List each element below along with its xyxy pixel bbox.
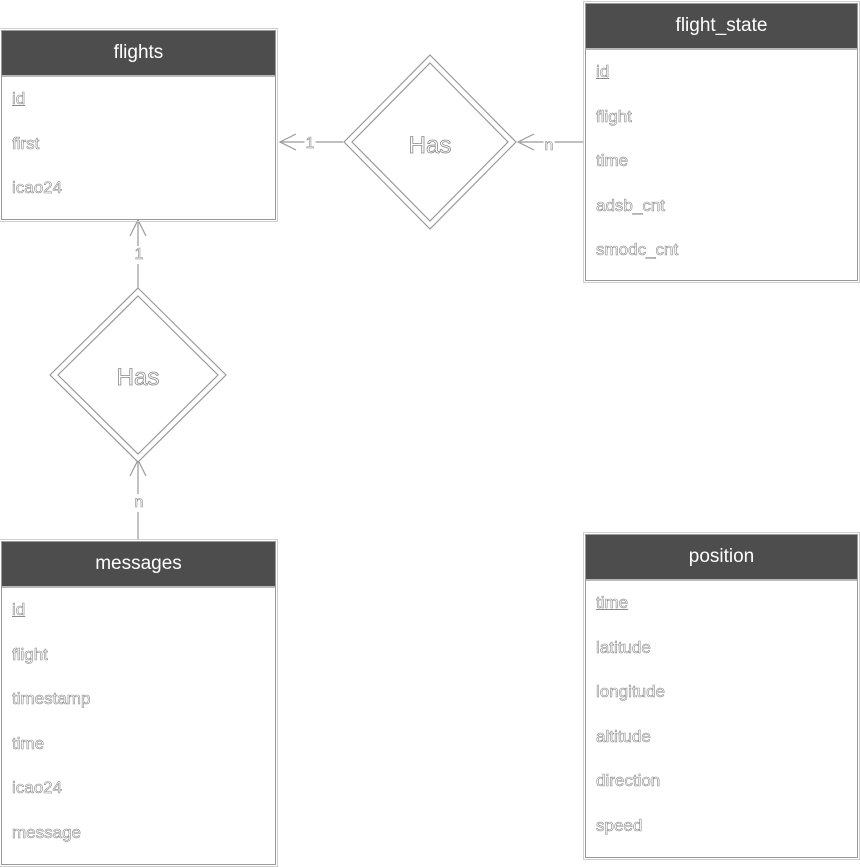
attribute: timestamp	[12, 689, 91, 709]
entity-title: position	[586, 535, 857, 581]
cardinality-flights-side: 1	[304, 135, 316, 153]
attribute-list: time latitude longitude altitude directi…	[586, 581, 857, 849]
arrowhead-flights-left	[278, 133, 297, 151]
arrowhead-flights-up	[129, 218, 147, 237]
attribute: smodc_cnt	[596, 240, 679, 260]
cardinality-messages-side: n	[133, 494, 145, 512]
entity-messages[interactable]: messages id flight timestamp time icao24…	[0, 539, 278, 867]
attribute-list: id flight timestamp time icao24 message	[2, 588, 275, 856]
entity-flight-state[interactable]: flight_state id flight time adsb_cnt smo…	[583, 1, 860, 283]
attribute-primary-key: id	[12, 600, 26, 620]
attribute: altitude	[596, 726, 651, 746]
attribute: latitude	[596, 637, 651, 657]
attribute: icao24	[12, 778, 63, 798]
entity-position[interactable]: position time latitude longitude altitud…	[583, 532, 860, 860]
attribute: icao24	[12, 178, 63, 198]
arrowhead-has-right	[516, 133, 535, 151]
attribute: time	[596, 151, 629, 171]
relationship-diamond-messages	[49, 287, 227, 463]
attribute: message	[12, 822, 82, 843]
attribute-list: id first icao24	[2, 77, 275, 211]
entity-title: flights	[2, 31, 275, 77]
attribute: first	[12, 133, 40, 153]
attribute-primary-key: id	[596, 62, 610, 82]
attribute-primary-key: id	[12, 89, 26, 109]
attribute-primary-key: time	[596, 593, 629, 613]
relationship-diamond-flight-state	[343, 54, 517, 230]
attribute: time	[12, 733, 45, 753]
relationship-label-flight-state: Has	[408, 132, 452, 160]
attribute: flight	[596, 106, 633, 126]
attribute: flight	[12, 644, 49, 664]
attribute: direction	[596, 771, 661, 791]
attribute: speed	[596, 815, 643, 836]
relationship-label-messages: Has	[116, 364, 160, 392]
attribute: adsb_cnt	[596, 195, 666, 215]
entity-title: messages	[2, 542, 275, 588]
attribute-list: id flight time adsb_cnt smodc_cnt	[586, 50, 857, 273]
entity-title: flight_state	[586, 4, 857, 50]
cardinality-flight-state-side: n	[543, 137, 555, 155]
attribute: longitude	[596, 682, 666, 702]
cardinality-flights-bottom: 1	[133, 246, 145, 264]
entity-flights[interactable]: flights id first icao24	[0, 28, 278, 222]
